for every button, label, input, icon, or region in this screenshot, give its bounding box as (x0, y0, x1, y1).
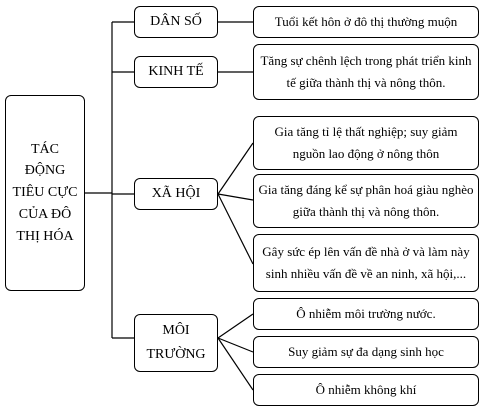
leaf-text: Tuổi kết hôn ở đô thị thường muộn (274, 13, 458, 29)
leaf-moi-truong-2: Suy giảm sự đa dạng sinh học (253, 336, 479, 368)
leaf-xa-hoi-1: Gia tăng tỉ lệ thất nghiệp; suy giảm ngu… (253, 116, 479, 170)
root-label: TÁC ĐỘNG TIÊU CỰC CỦA ĐÔ THỊ HÓA (12, 141, 78, 244)
leaf-text: Ô nhiễm môi trường nước. (296, 305, 436, 321)
leaf-text: Ô nhiễm không khí (315, 381, 417, 397)
category-label: MÔI TRƯỜNG (146, 323, 206, 362)
leaf-xa-hoi-2: Gia tăng đáng kể sự phân hoá giàu nghèo … (253, 174, 479, 228)
category-kinh-te: KINH TẾ (134, 56, 218, 88)
xa-hoi-to-leaf-2 (217, 193, 254, 201)
leaf-text: Tăng sự chênh lệch trong phát triển kinh… (260, 52, 472, 90)
leaf-moi-truong-1: Ô nhiễm môi trường nước. (253, 298, 479, 330)
leaf-text: Gây sức ép lên vấn đề nhà ở và làm này s… (262, 243, 470, 281)
xa-hoi-to-leaf-3 (217, 193, 254, 265)
leaf-kinh-te-1: Tăng sự chênh lệch trong phát triển kinh… (253, 44, 479, 100)
category-dan-so: DÂN SỐ (134, 6, 218, 38)
category-label: DÂN SỐ (150, 13, 202, 29)
xa-hoi-to-leaf-1 (217, 142, 254, 195)
category-xa-hoi: XÃ HỘI (134, 178, 218, 210)
leaf-text: Gia tăng đáng kể sự phân hoá giàu nghèo … (258, 181, 474, 219)
root-node: TÁC ĐỘNG TIÊU CỰC CỦA ĐÔ THỊ HÓA (5, 95, 85, 291)
moi-truong-to-leaf-2 (217, 337, 254, 353)
category-moi-truong: MÔI TRƯỜNG (134, 314, 218, 372)
leaf-text: Suy giảm sự đa dạng sinh học (288, 343, 444, 359)
moi-truong-to-leaf-3 (217, 337, 254, 391)
leaf-xa-hoi-3: Gây sức ép lên vấn đề nhà ở và làm này s… (253, 234, 479, 292)
leaf-dan-so-1: Tuổi kết hôn ở đô thị thường muộn (253, 6, 479, 38)
category-label: KINH TẾ (148, 63, 204, 79)
category-label: XÃ HỘI (151, 185, 201, 201)
leaf-text: Gia tăng tỉ lệ thất nghiệp; suy giảm ngu… (274, 123, 458, 161)
moi-truong-to-leaf-1 (217, 313, 254, 339)
leaf-moi-truong-3: Ô nhiễm không khí (253, 374, 479, 406)
